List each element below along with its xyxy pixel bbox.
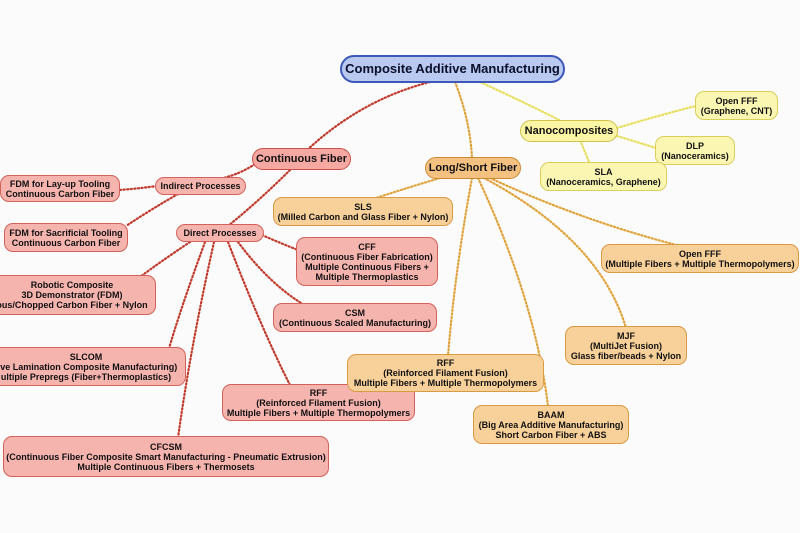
link-ls-mjf	[482, 176, 628, 330]
link-nano-openfff	[615, 104, 698, 130]
cfcsm-node[interactable]: CFCSM (Continuous Fiber Composite Smart …	[3, 436, 329, 477]
link-nano-dlp	[615, 134, 658, 150]
open-fff-fiber-node[interactable]: Open FFF (Multiple Fibers + Multiple The…	[601, 244, 799, 273]
rff-short-node[interactable]: RFF (Reinforced Filament Fusion) Multipl…	[347, 354, 544, 392]
link-direct-rff	[226, 240, 292, 387]
link-ls-sls	[368, 176, 442, 202]
link-ls-rff	[446, 176, 474, 358]
csm-node[interactable]: CSM (Continuous Scaled Manufacturing)	[273, 303, 437, 332]
link-cf-direct	[226, 168, 292, 228]
mjf-node[interactable]: MJF (MultiJet Fusion) Glass fiber/beads …	[565, 326, 687, 365]
long-short-fiber-node[interactable]: Long/Short Fiber	[425, 157, 521, 179]
link-root-nano	[478, 80, 567, 125]
link-root-longshort	[453, 80, 474, 160]
link-nano-sla	[578, 138, 592, 166]
link-indirect-sac	[124, 192, 180, 228]
robotic-composite-node[interactable]: Robotic Composite 3D Demonstrator (FDM) …	[0, 275, 156, 315]
rff-continuous-node[interactable]: RFF (Reinforced Filament Fusion) Multipl…	[222, 384, 415, 421]
link-ls-baam	[476, 176, 550, 408]
fdm-sacrificial-tooling-node[interactable]: FDM for Sacrificial Tooling Continuous C…	[4, 223, 128, 252]
sla-node[interactable]: SLA (Nanoceramics, Graphene)	[540, 162, 667, 191]
link-direct-cfcsm	[176, 240, 216, 440]
nanocomposites-node[interactable]: Nanocomposites	[520, 120, 618, 142]
root-node[interactable]: Composite Additive Manufacturing	[340, 55, 565, 83]
link-root-continuous	[303, 80, 432, 154]
link-ls-openfff	[488, 176, 682, 248]
direct-processes-node[interactable]: Direct Processes	[176, 224, 264, 242]
cff-node[interactable]: CFF (Continuous Fiber Fabrication) Multi…	[296, 237, 438, 286]
link-indirect-lay	[116, 184, 159, 192]
link-direct-csm	[236, 240, 308, 308]
slcom-node[interactable]: SLCOM tive Lamination Composite Manufact…	[0, 347, 186, 386]
baam-node[interactable]: BAAM (Big Area Additive Manufacturing) S…	[473, 405, 629, 444]
indirect-processes-node[interactable]: Indirect Processes	[155, 177, 246, 195]
open-fff-nano-node[interactable]: Open FFF (Graphene, CNT)	[695, 91, 778, 120]
sls-node[interactable]: SLS (Milled Carbon and Glass Fiber + Nyl…	[273, 197, 453, 226]
link-direct-robotic	[138, 240, 192, 279]
link-direct-cff	[260, 233, 300, 252]
dlp-node[interactable]: DLP (Nanoceramics)	[655, 136, 735, 165]
fdm-layup-tooling-node[interactable]: FDM for Lay-up Tooling Continuous Carbon…	[0, 175, 120, 202]
link-direct-slcom	[166, 240, 207, 354]
continuous-fiber-node[interactable]: Continuous Fiber	[252, 148, 351, 170]
